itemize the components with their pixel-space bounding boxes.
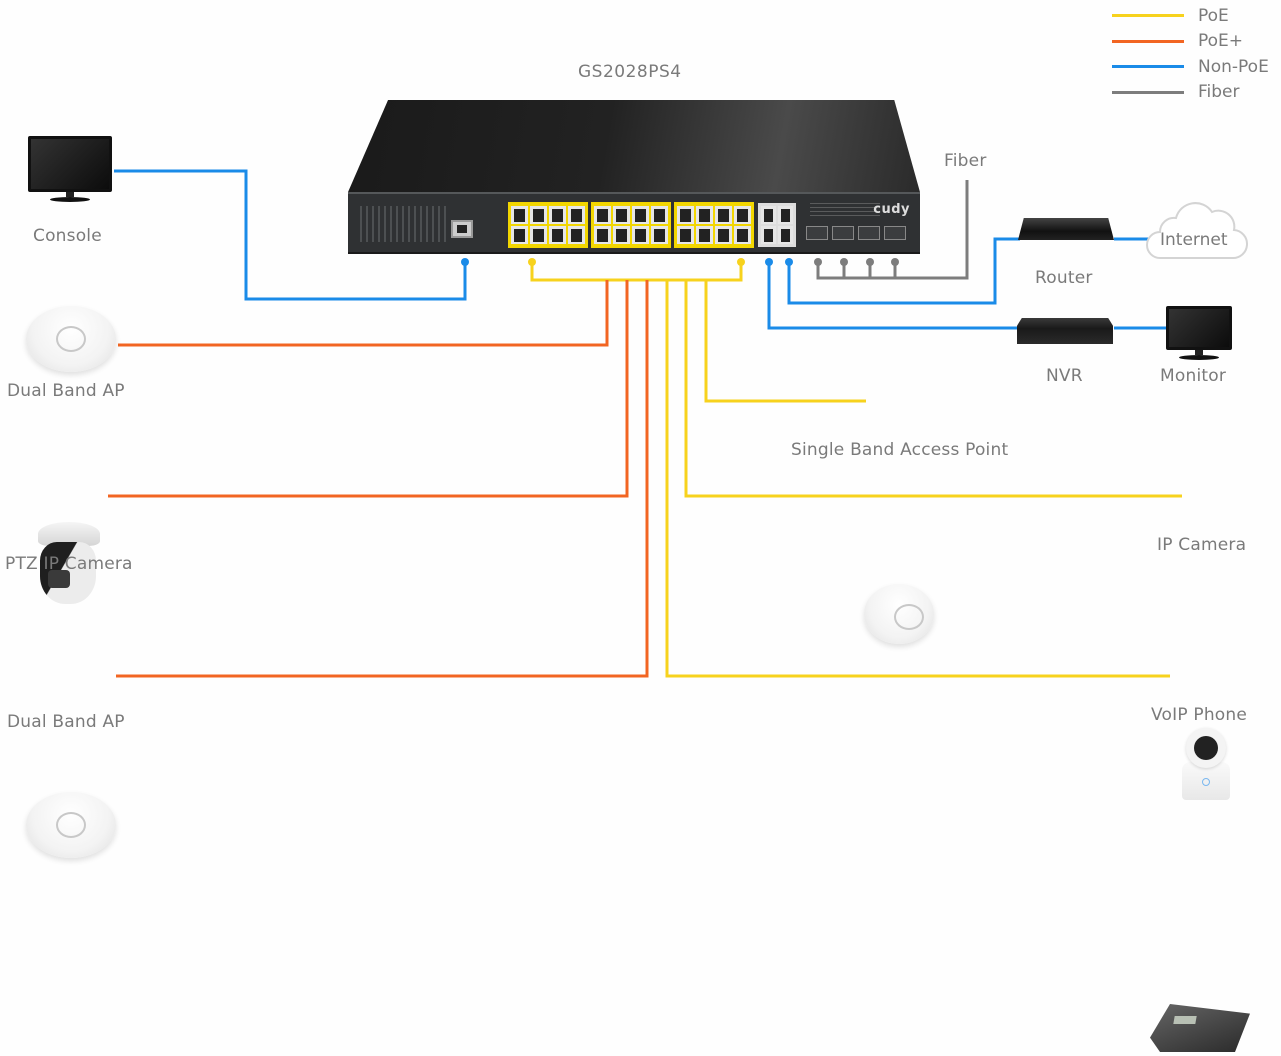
sfp-port-icon [884,226,906,240]
legend-swatch-non-poe [1112,65,1184,69]
wire-voip-phone [665,280,1170,678]
ptz-camera-icon [34,522,100,610]
uplink-port-bank [758,203,796,247]
dual-band-ap-icon [26,792,116,858]
port-dot-console [461,258,469,266]
wire-ip-camera [684,280,1182,498]
brand-logo: cudy [873,202,910,217]
status-leds [360,206,450,242]
port-dot-uplink-1 [765,258,773,266]
switch-model-title: GS2028PS4 [578,62,682,82]
wire-ptz-camera [108,280,629,498]
device-label-ptz-ip-camera: PTZ IP Camera [5,554,133,574]
network-switch: cudy [348,100,920,256]
port-dot-sfp-1 [814,258,822,266]
switch-description-text [810,202,880,216]
poe-port-bank-2 [591,202,671,248]
switch-front-panel: cudy [348,192,920,254]
device-label-monitor: Monitor [1160,366,1227,386]
wire-single-band-ap [704,280,866,403]
device-label-single-band-ap: Single Band Access Point [791,440,1009,460]
wire-dual-band-ap-2 [116,280,649,678]
legend-item-non-poe: Non-PoE [1112,54,1269,80]
wire-console [114,169,467,301]
monitor-icon [1166,306,1232,360]
legend-swatch-poe [1112,14,1184,18]
legend-swatch-poe-plus [1112,39,1184,43]
device-label-nvr: NVR [1046,366,1083,386]
poe-port-bank-3 [674,202,754,248]
port-dot-uplink-2 [785,258,793,266]
legend-label: Non-PoE [1198,56,1269,77]
port-dot-poe-left [528,258,536,266]
legend-item-poe-plus: PoE+ [1112,29,1269,55]
single-band-ap-icon [864,584,934,644]
legend-item-fiber: Fiber [1112,80,1269,106]
poe-port-bank-1 [508,202,588,248]
nvr-icon [1017,318,1113,344]
port-dot-poe-right [737,258,745,266]
wire-fiber [816,180,969,280]
connection-wires [108,169,1249,678]
wire-nvr [767,262,1018,330]
legend-swatch-fiber [1112,90,1184,94]
voip-phone-icon [1150,986,1250,1056]
port-dot-sfp-2 [840,258,848,266]
dual-band-ap-icon [26,306,116,372]
console-port-icon [451,220,473,238]
ip-camera-icon [1180,728,1230,804]
sfp-port-icon [806,226,828,240]
legend-label: PoE [1198,5,1229,26]
legend-item-poe: PoE [1112,3,1269,29]
switch-top-panel [348,100,920,193]
console-monitor-icon [28,136,112,202]
sfp-port-icon [858,226,880,240]
internet-cloud-icon [1146,202,1249,260]
device-label-ip-camera: IP Camera [1157,535,1247,555]
device-label-console: Console [33,226,102,246]
device-label-dual-band-ap: Dual Band AP [7,381,125,401]
sfp-port-icon [832,226,854,240]
legend: PoE PoE+ Non-PoE Fiber [1112,3,1269,105]
legend-label: Fiber [1198,82,1240,103]
wire-dual-band-ap-1 [118,280,609,347]
port-dot-sfp-3 [866,258,874,266]
legend-label: PoE+ [1198,31,1244,52]
router-icon [1018,218,1114,240]
port-dot-sfp-4 [891,258,899,266]
device-label-internet: Internet [1160,230,1228,250]
device-label-router: Router [1035,268,1093,288]
device-label-voip-phone: VoIP Phone [1151,705,1248,725]
fiber-label: Fiber [944,151,987,171]
device-label-dual-band-ap: Dual Band AP [7,712,125,732]
wire-router [787,237,1020,305]
wire-poe-trunk [530,262,743,282]
